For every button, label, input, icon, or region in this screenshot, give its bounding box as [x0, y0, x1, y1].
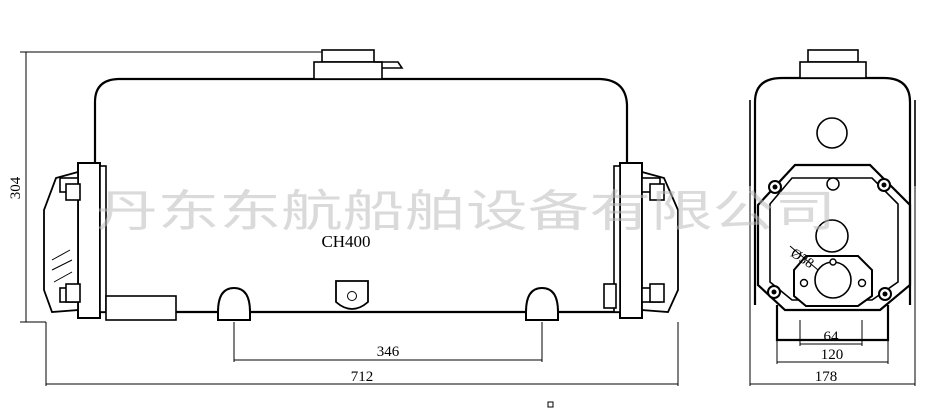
dim-64-label: 64 — [824, 329, 840, 345]
mounting-foot-right — [525, 286, 559, 321]
end-view-outlet-flange — [793, 255, 873, 307]
dim-bolt-spacing-label: 346 — [377, 344, 400, 360]
watermark: 丹东东航船舶设备有限公司 — [96, 186, 836, 237]
mounting-foot-left — [217, 286, 251, 321]
dim-178-label: 178 — [815, 369, 838, 385]
dim-120-label: 120 — [821, 347, 844, 363]
dim-overall-length-label: 712 — [351, 369, 374, 385]
small-square-marker — [547, 401, 554, 408]
end-view-middle-port — [815, 219, 849, 253]
lifting-lug — [335, 280, 369, 310]
end-view-bolts — [767, 177, 892, 301]
model-label: CH400 — [321, 232, 370, 251]
end-dimensions — [749, 186, 916, 386]
end-view-upper-port — [816, 117, 848, 149]
dim-height-label: 304 — [8, 176, 24, 199]
filler-cap — [313, 49, 404, 80]
right-end-header — [603, 162, 679, 319]
end-view-cap — [799, 49, 867, 79]
end-view-base — [775, 305, 890, 342]
side-view — [43, 49, 679, 321]
end-view — [749, 49, 916, 342]
side-dimensions — [20, 51, 679, 386]
left-end-header — [43, 162, 177, 321]
tank-body — [93, 77, 629, 314]
